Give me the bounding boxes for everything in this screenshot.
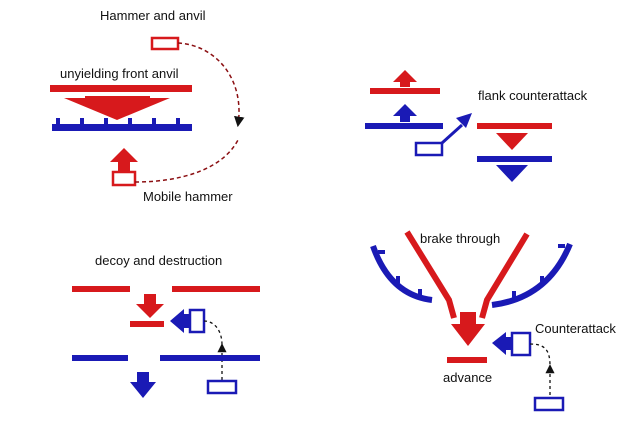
panel-break-through: brake through advance Counterattack — [370, 230, 616, 412]
blue-front-left — [365, 123, 443, 129]
hammer-maneuver-path — [177, 42, 245, 128]
blue-front-right — [477, 156, 552, 162]
red-push-arrow — [64, 96, 170, 120]
blue-flank-unit — [414, 141, 444, 157]
hammer-anvil-title: Hammer and anvil — [100, 8, 206, 23]
red-line-right — [172, 286, 260, 292]
hammer-up-arrow — [110, 148, 138, 172]
decoy-destruction-label: decoy and destruction — [95, 253, 222, 268]
blue-line-left — [72, 355, 128, 361]
red-front-left — [370, 88, 440, 94]
blue-front-line — [52, 124, 192, 131]
flank-counterattack-label: flank counterattack — [478, 88, 588, 103]
blue-counter-arrow — [492, 332, 512, 355]
red-front-right — [477, 123, 552, 129]
counter-dashed-connector — [529, 343, 551, 367]
blue-arc-right-ticks — [512, 244, 565, 298]
blue-line-right — [160, 355, 260, 361]
blue-retreat-arrow — [496, 165, 528, 182]
mobile-hammer-label: Mobile hammer — [143, 189, 233, 204]
red-anvil-line — [50, 85, 192, 92]
panel-decoy-and-destruction: decoy and destruction — [72, 253, 260, 398]
panel-hammer-and-anvil: Hammer and anvil unyielding front anvil … — [50, 8, 245, 204]
decoy-down-arrow — [136, 294, 164, 318]
blue-push-arrow — [393, 104, 417, 122]
blue-strike-arrow — [170, 309, 190, 333]
red-decoy-line — [130, 321, 164, 327]
flank-arrow-shaft — [440, 123, 464, 145]
blue-counter-unit — [510, 331, 532, 357]
red-wedge-left — [404, 230, 457, 319]
red-advance-line — [447, 357, 487, 363]
blue-counter-reserve-unit — [533, 396, 565, 412]
red-breakthrough-arrow — [451, 312, 485, 346]
blue-front-ticks — [56, 118, 180, 125]
blue-arc-left — [370, 245, 433, 303]
anvil-label: unyielding front anvil — [60, 66, 179, 81]
flank-arrow-head — [456, 113, 472, 128]
decoy-dashed-connector — [203, 320, 223, 346]
red-wedge-right — [479, 232, 530, 319]
red-line-left — [72, 286, 130, 292]
hammer-unit-start — [150, 36, 180, 51]
blue-arc-left-ticks — [378, 250, 422, 296]
hammer-return-path — [134, 139, 239, 183]
panel-flank-counterattack: flank counterattack — [365, 70, 588, 182]
blue-strike-unit — [188, 308, 206, 334]
red-advance-arrow — [496, 133, 528, 150]
blue-reserve-unit — [206, 379, 238, 395]
red-retreat-arrow — [393, 70, 417, 87]
counterattack-label: Counterattack — [535, 321, 616, 336]
blue-down-arrow — [130, 372, 156, 398]
blue-arc-right — [491, 242, 573, 308]
break-through-label: brake through — [420, 231, 500, 246]
advance-label: advance — [443, 370, 492, 385]
mobile-hammer-unit — [111, 170, 137, 187]
